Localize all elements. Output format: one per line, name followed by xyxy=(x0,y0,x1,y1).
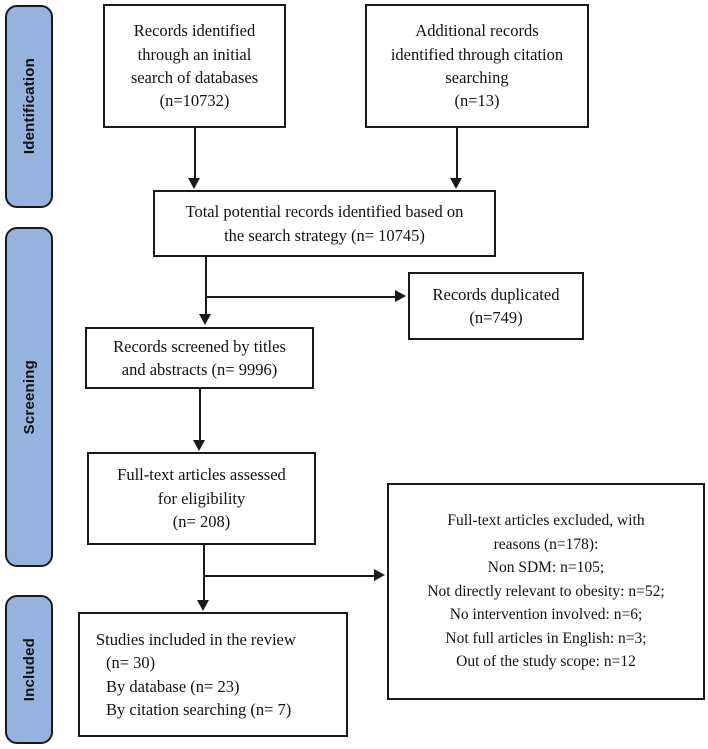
box-studies-included-line-1: Studies included in the review xyxy=(96,629,296,649)
box-records-identified-line-2: through an initial xyxy=(137,44,252,64)
box-fulltext-assessed: Full-text articles assessed for eligibil… xyxy=(87,452,316,545)
box-records-duplicated-line-2: (n=749) xyxy=(469,308,523,327)
box-fulltext-assessed-line-1: Full-text articles assessed xyxy=(117,465,286,485)
box-records-identified-line-4: (n=10732) xyxy=(159,91,230,111)
box-records-duplicated: Records duplicated (n=749) xyxy=(408,272,584,340)
phase-identification-label: Identification xyxy=(20,58,38,155)
phase-screening: Screening xyxy=(5,227,53,567)
box-studies-included-line-2: (n= 30) xyxy=(106,653,156,673)
connector-fulltext-trunk xyxy=(203,545,205,601)
box-fulltext-excluded-line-4: Not directly relevant to obesity: n=52; xyxy=(427,582,665,600)
arrowhead-additional-to-total xyxy=(450,178,462,189)
connector-fulltext-to-excluded xyxy=(203,575,374,577)
box-additional-records-line-1: Additional records xyxy=(415,21,539,41)
box-fulltext-excluded-line-5: No intervention involved: n=6; xyxy=(449,606,643,624)
box-fulltext-assessed-line-3: (n= 208) xyxy=(172,512,231,532)
box-records-identified-line-1: Records identified xyxy=(133,21,256,41)
box-fulltext-excluded-line-2: reasons (n=178): xyxy=(493,535,599,553)
box-studies-included-line-4: By citation searching (n= 7) xyxy=(106,699,292,719)
box-fulltext-excluded-line-1: Full-text articles excluded, with xyxy=(447,512,645,530)
phase-screening-label: Screening xyxy=(20,359,38,435)
box-records-screened: Records screened by titles and abstracts… xyxy=(85,327,314,389)
connector-additional-to-total xyxy=(456,128,458,179)
box-fulltext-excluded-line-3: Non SDM: n=105; xyxy=(487,559,605,577)
box-fulltext-excluded-line-6: Not full articles in English: n=3; xyxy=(445,629,647,647)
arrowhead-fulltext-to-excluded xyxy=(374,569,385,581)
box-records-screened-line-2: and abstracts (n= 9996) xyxy=(121,360,278,379)
phase-identification: Identification xyxy=(5,5,53,208)
arrowhead-screened-to-fulltext xyxy=(193,440,205,451)
box-total-potential-records: Total potential records identified based… xyxy=(153,190,496,257)
box-records-screened-line-1: Records screened by titles xyxy=(113,336,286,356)
box-records-identified-line-3: search of databases xyxy=(130,68,259,87)
arrowhead-fulltext-to-included xyxy=(197,600,209,611)
arrowhead-identified-to-total xyxy=(188,178,200,189)
phase-included-label: Included xyxy=(20,637,38,702)
box-records-duplicated-line-1: Records duplicated xyxy=(432,284,560,304)
connector-identified-to-total xyxy=(194,128,196,179)
box-studies-included: Studies included in the review (n= 30) B… xyxy=(78,612,348,737)
box-records-identified: Records identified through an initial se… xyxy=(103,4,286,128)
box-studies-included-line-3: By database (n= 23) xyxy=(106,676,240,696)
arrowhead-total-to-screened xyxy=(199,314,211,325)
box-total-potential-records-line-1: Total potential records identified based… xyxy=(185,202,464,222)
box-total-potential-records-line-2: the search strategy (n= 10745) xyxy=(224,225,425,245)
box-fulltext-assessed-line-2: for eligibility xyxy=(157,488,246,508)
box-additional-records-line-4: (n=13) xyxy=(454,91,500,111)
box-additional-records-line-3: searching xyxy=(445,68,509,87)
arrowhead-total-to-duplicated xyxy=(395,290,406,302)
connector-total-trunk xyxy=(205,257,207,315)
box-fulltext-excluded: Full-text articles excluded, with reason… xyxy=(387,483,705,700)
connector-total-to-duplicated xyxy=(205,296,395,298)
connector-screened-to-fulltext xyxy=(199,389,201,441)
box-additional-records: Additional records identified through ci… xyxy=(365,4,589,128)
phase-included: Included xyxy=(5,595,53,744)
box-fulltext-excluded-line-7: Out of the study scope: n=12 xyxy=(456,653,636,671)
box-additional-records-line-2: identified through citation xyxy=(390,44,564,64)
